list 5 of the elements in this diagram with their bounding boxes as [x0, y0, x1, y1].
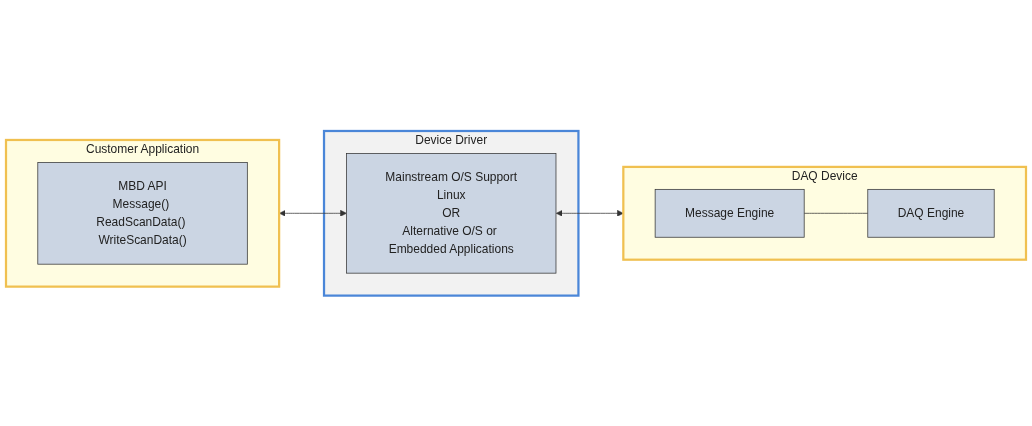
node-box: Message Engine: [654, 188, 805, 238]
connector: [803, 212, 869, 214]
node-box: DAQ Engine: [867, 188, 995, 238]
node-box: MBD API Message() ReadScanData() WriteScanData(): [37, 161, 248, 265]
node-box: Mainstream O/S Support Linux OR Alternative O/S or Embedded Applications: [346, 152, 557, 274]
